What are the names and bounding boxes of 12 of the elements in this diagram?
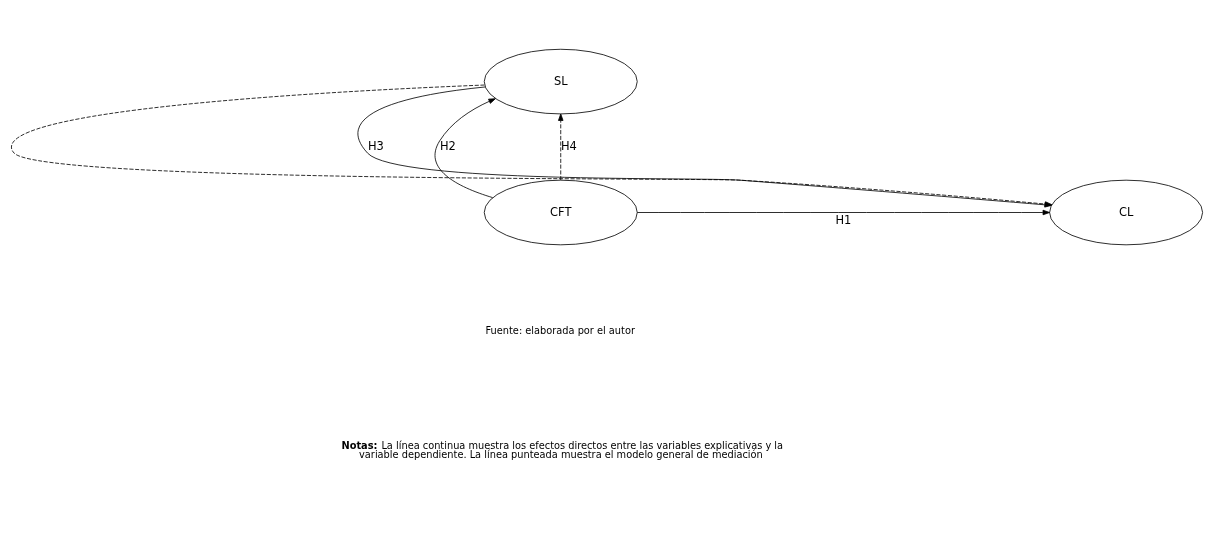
- edge-label: H1: [835, 213, 852, 228]
- label: Fuente: elaborada por el autor: [485, 325, 635, 337]
- node-ellipse: SL: [483, 48, 638, 115]
- edge-label: H3: [367, 139, 384, 154]
- edge-label: H4: [560, 139, 577, 154]
- label: Notas: La línea continua muestra los efectos directos entre las variables explicativas y la variable dependiente. La línea punteada muestra el modelo general de mediación: [341, 439, 784, 461]
- node-ellipse: CFT: [483, 179, 638, 246]
- node-ellipse: CL: [1049, 179, 1203, 246]
- edge-label: H2: [439, 139, 456, 154]
- arrow: [434, 98, 496, 198]
- arrow: [636, 209, 1050, 216]
- arrow: [558, 113, 564, 181]
